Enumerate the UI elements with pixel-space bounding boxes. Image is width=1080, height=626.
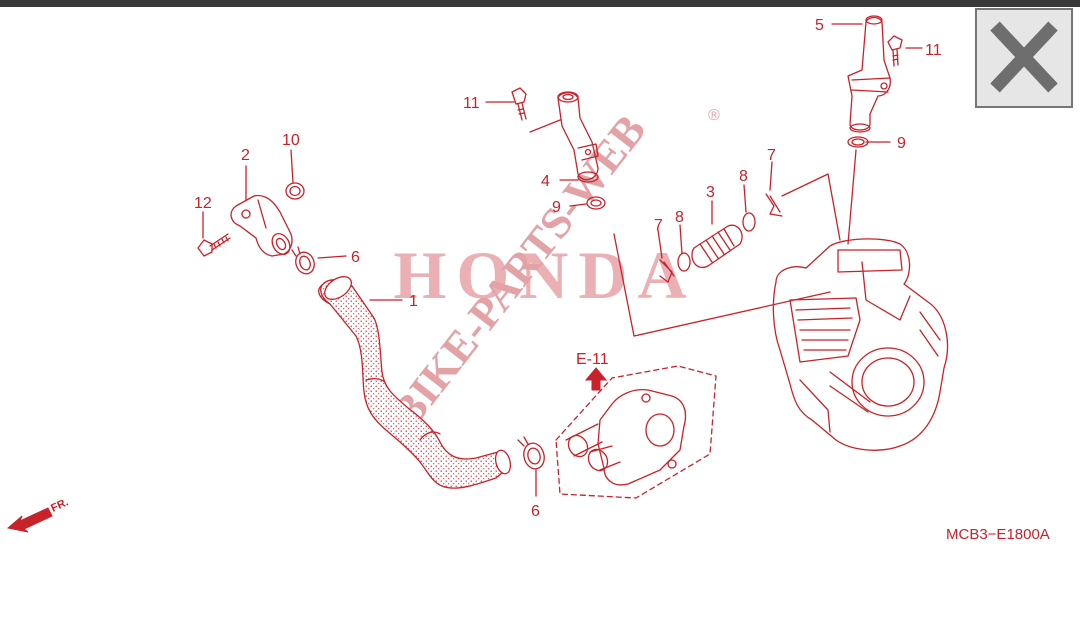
o-ring-10	[285, 182, 305, 200]
water-connector-3	[691, 224, 743, 269]
callout-9-right: 9	[897, 135, 906, 152]
o-ring-8-right	[742, 212, 756, 232]
callout-9-left: 9	[552, 199, 561, 216]
callout-12: 12	[194, 195, 212, 212]
bolt-11-right	[887, 35, 903, 67]
watermark-mark: ®	[708, 107, 720, 124]
top-bar	[0, 0, 1080, 7]
callout-6-upper: 6	[351, 249, 360, 266]
callout-7-left: 7	[654, 217, 663, 234]
parts-diagram: HONDA BIKE-PARTS-WEB ®	[6, 15, 1050, 543]
hose-clamp-lower	[517, 436, 545, 470]
o-ring-9-left	[586, 196, 606, 210]
bolt-11-left	[511, 87, 527, 121]
callout-3: 3	[706, 184, 715, 201]
watermark: HONDA BIKE-PARTS-WEB ®	[382, 106, 720, 437]
close-button[interactable]	[975, 8, 1073, 108]
water-joint	[230, 194, 293, 257]
callout-6-lower: 6	[531, 503, 540, 520]
clip-7-left	[659, 259, 675, 283]
water-pipe-5	[847, 15, 891, 133]
clip-7-right	[765, 193, 783, 217]
callout-8-left: 8	[675, 209, 684, 226]
engine-block	[772, 238, 949, 451]
front-label: FR.	[49, 496, 70, 514]
callout-5: 5	[815, 17, 824, 34]
callout-2: 2	[241, 147, 250, 164]
front-indicator: FR.	[6, 496, 70, 533]
hose-clamp-upper	[291, 246, 315, 275]
callout-8-right: 8	[739, 168, 748, 185]
arrow-up-icon	[584, 367, 608, 391]
reference-e11: E-11	[576, 351, 609, 391]
coolant-hose	[318, 276, 512, 489]
callout-10: 10	[282, 132, 300, 149]
close-icon	[990, 21, 1058, 93]
watermark-brand: HONDA	[393, 237, 696, 313]
arrow-front-icon	[6, 507, 53, 533]
water-pump	[555, 365, 717, 499]
bolt-12	[197, 233, 231, 257]
callout-11-right: 11	[925, 42, 942, 59]
callout-1: 1	[409, 293, 418, 310]
reference-label: E-11	[576, 351, 609, 368]
o-ring-8-left	[677, 252, 691, 272]
diagram-code: MCB3−E1800A	[946, 526, 1050, 543]
callout-11-left: 11	[463, 95, 480, 112]
water-pipe-4	[557, 91, 599, 183]
callouts: 1 2 3 4 5 6 6 7 7 8 8 9 9 10 11 11 12	[194, 17, 942, 520]
callout-7-right: 7	[767, 147, 776, 164]
callout-4: 4	[541, 173, 550, 190]
